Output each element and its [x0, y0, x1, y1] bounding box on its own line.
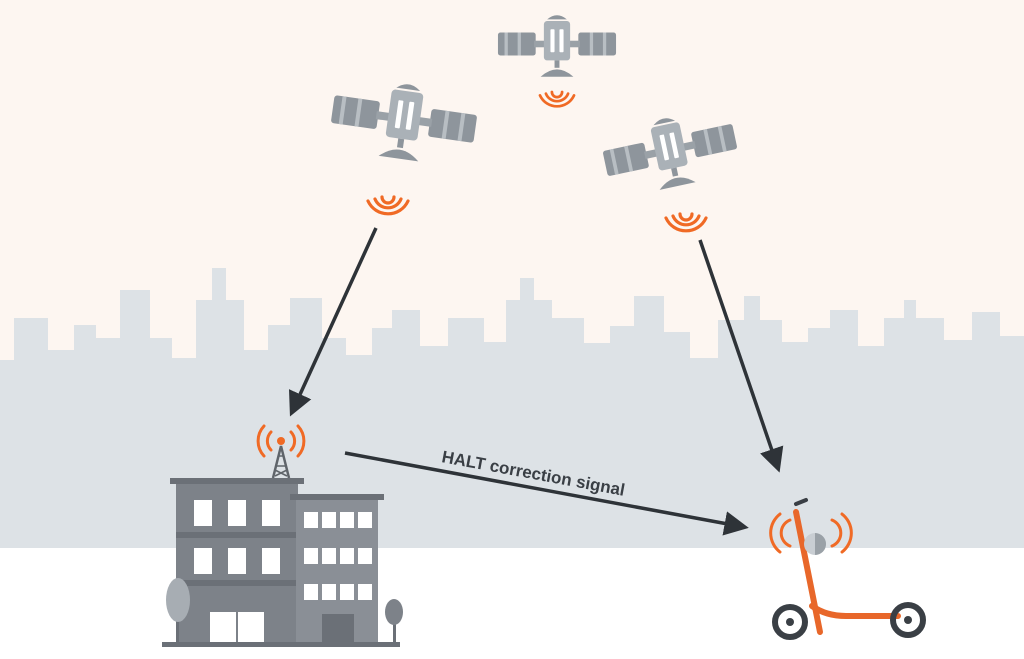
- office-building-icon: [162, 478, 400, 647]
- electric-scooter-icon: [772, 498, 926, 640]
- signal-waves-icon: [769, 512, 853, 554]
- radio-tower-icon: [256, 424, 306, 479]
- tree-icon: [385, 599, 403, 642]
- ground: [0, 548, 1024, 659]
- arrow-satellite-to-base: [288, 227, 378, 417]
- arrow-satellite-to-scooter: [698, 239, 784, 473]
- tree-icon: [166, 578, 190, 642]
- arrow-correction-signal: [344, 451, 749, 536]
